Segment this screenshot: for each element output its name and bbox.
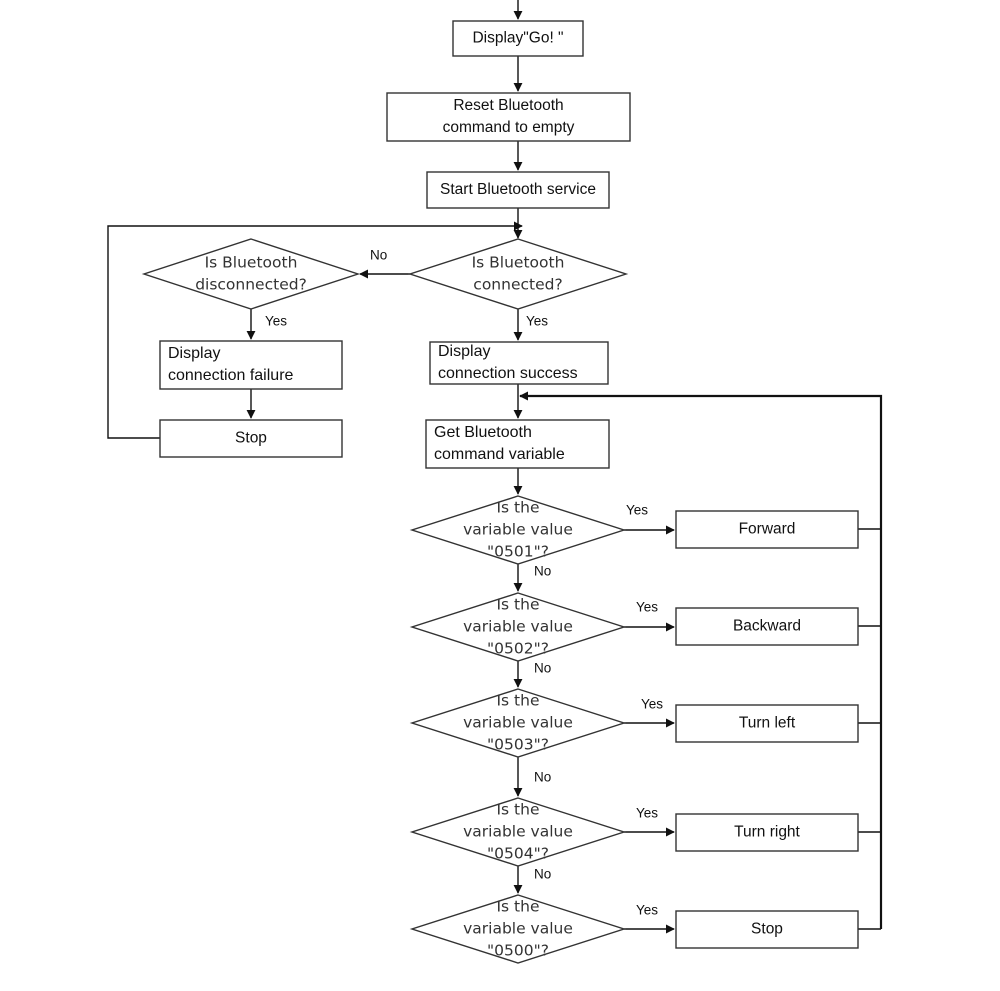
node-shape bbox=[675, 813, 859, 852]
edge-label-no: No bbox=[534, 867, 551, 882]
edge-label-yes: Yes bbox=[626, 503, 648, 518]
node-shape bbox=[675, 704, 859, 743]
node-text-line: Display bbox=[168, 345, 220, 362]
node-text-line: Is the bbox=[496, 801, 539, 819]
node-q-0504: Is the variable value "0504"? bbox=[409, 797, 627, 867]
node-forward: Forward bbox=[675, 510, 859, 549]
node-display-success: Display connection success bbox=[429, 341, 609, 385]
nodes: Display"Go! " Reset Bluetooth command to e… bbox=[141, 20, 859, 964]
node-turn-right: Turn right bbox=[675, 813, 859, 852]
decision-shape bbox=[409, 495, 627, 565]
node-shape bbox=[429, 341, 609, 385]
node-is-disconnected: Is Bluetooth disconnected? bbox=[141, 238, 361, 310]
node-backward: Backward bbox=[675, 607, 859, 646]
node-text-line: Stop bbox=[751, 921, 783, 938]
node-shape bbox=[675, 607, 859, 646]
node-text-line: "0503"? bbox=[487, 736, 549, 754]
node-text-line: connected? bbox=[473, 276, 562, 294]
edge-label-no: No bbox=[534, 564, 551, 579]
edge-label-no: No bbox=[370, 248, 387, 263]
node-shape bbox=[675, 910, 859, 949]
node-text-line: variable value bbox=[463, 714, 573, 732]
edge-label-yes: Yes bbox=[641, 697, 663, 712]
node-start-bt: Start Bluetooth service bbox=[426, 171, 610, 209]
node-q-0503: Is the variable value "0503"? bbox=[409, 688, 627, 758]
node-text-line: Forward bbox=[739, 521, 796, 538]
node-q-0500: Is the variable value "0500"? bbox=[409, 894, 627, 964]
edge-label-yes: Yes bbox=[265, 314, 287, 329]
node-text-line: variable value bbox=[463, 823, 573, 841]
edge-label-yes: Yes bbox=[636, 806, 658, 821]
node-text-line: command to empty bbox=[443, 119, 575, 136]
node-text-line: variable value bbox=[463, 521, 573, 539]
node-text-line: Is the bbox=[496, 596, 539, 614]
node-text-line: "0504"? bbox=[487, 845, 549, 863]
node-text-line: Is Bluetooth bbox=[472, 254, 565, 272]
node-shape bbox=[426, 171, 610, 209]
edges bbox=[107, 0, 883, 934]
node-text-line: command variable bbox=[434, 446, 565, 463]
node-text-line: Backward bbox=[733, 618, 801, 635]
node-text-line: Stop bbox=[235, 430, 267, 447]
edge-loop-return bbox=[519, 391, 883, 929]
decision-shape bbox=[409, 592, 627, 662]
node-text-line: Is the bbox=[496, 499, 539, 517]
node-text-line: "0500"? bbox=[487, 942, 549, 960]
decision-shape bbox=[141, 238, 361, 310]
node-q-0501: Is the variable value "0501"? bbox=[409, 495, 627, 565]
decision-shape bbox=[409, 894, 627, 964]
node-shape bbox=[386, 92, 631, 142]
node-text-line: "0502"? bbox=[487, 640, 549, 658]
node-q-0502: Is the variable value "0502"? bbox=[409, 592, 627, 662]
node-text-line: connection failure bbox=[168, 367, 294, 384]
decision-shape bbox=[407, 238, 629, 310]
node-text-line: Display bbox=[438, 343, 490, 360]
node-text-line: Turn left bbox=[739, 715, 796, 732]
node-text-line: variable value bbox=[463, 920, 573, 938]
node-text-line: Get Bluetooth bbox=[434, 424, 532, 441]
edge-label-yes: Yes bbox=[636, 600, 658, 615]
node-text-line: Is the bbox=[496, 898, 539, 916]
node-shape bbox=[452, 20, 584, 57]
node-reset-bt: Reset Bluetooth command to empty bbox=[386, 92, 631, 142]
node-shape bbox=[675, 510, 859, 549]
node-get-variable: Get Bluetooth command variable bbox=[425, 419, 610, 469]
node-stop-right: Stop bbox=[675, 910, 859, 949]
edge-label-yes: Yes bbox=[526, 314, 548, 329]
node-text-line: disconnected? bbox=[195, 276, 307, 294]
node-is-connected: Is Bluetooth connected? bbox=[407, 238, 629, 310]
node-text-line: Reset Bluetooth bbox=[453, 97, 563, 114]
node-stop-left: Stop bbox=[159, 419, 343, 458]
node-text-line: "0501"? bbox=[487, 543, 549, 561]
node-text-line: Is Bluetooth bbox=[205, 254, 298, 272]
node-text-line: Start Bluetooth service bbox=[440, 181, 596, 198]
node-text-line: variable value bbox=[463, 618, 573, 636]
decision-shape bbox=[409, 688, 627, 758]
node-text-line: Is the bbox=[496, 692, 539, 710]
edge-label-no: No bbox=[534, 661, 551, 676]
node-text-line: Display"Go! " bbox=[472, 30, 563, 47]
node-display-go: Display"Go! " bbox=[452, 20, 584, 57]
edge-label-no: No bbox=[534, 770, 551, 785]
node-shape bbox=[159, 340, 343, 390]
node-turn-left: Turn left bbox=[675, 704, 859, 743]
node-shape bbox=[425, 419, 610, 469]
edge-stop-loop-back bbox=[107, 221, 523, 439]
decision-shape bbox=[409, 797, 627, 867]
node-text-line: Turn right bbox=[734, 824, 800, 841]
node-shape bbox=[159, 419, 343, 458]
edge-label-yes: Yes bbox=[636, 903, 658, 918]
node-display-failure: Display connection failure bbox=[159, 340, 343, 390]
node-text-line: connection success bbox=[438, 365, 578, 382]
